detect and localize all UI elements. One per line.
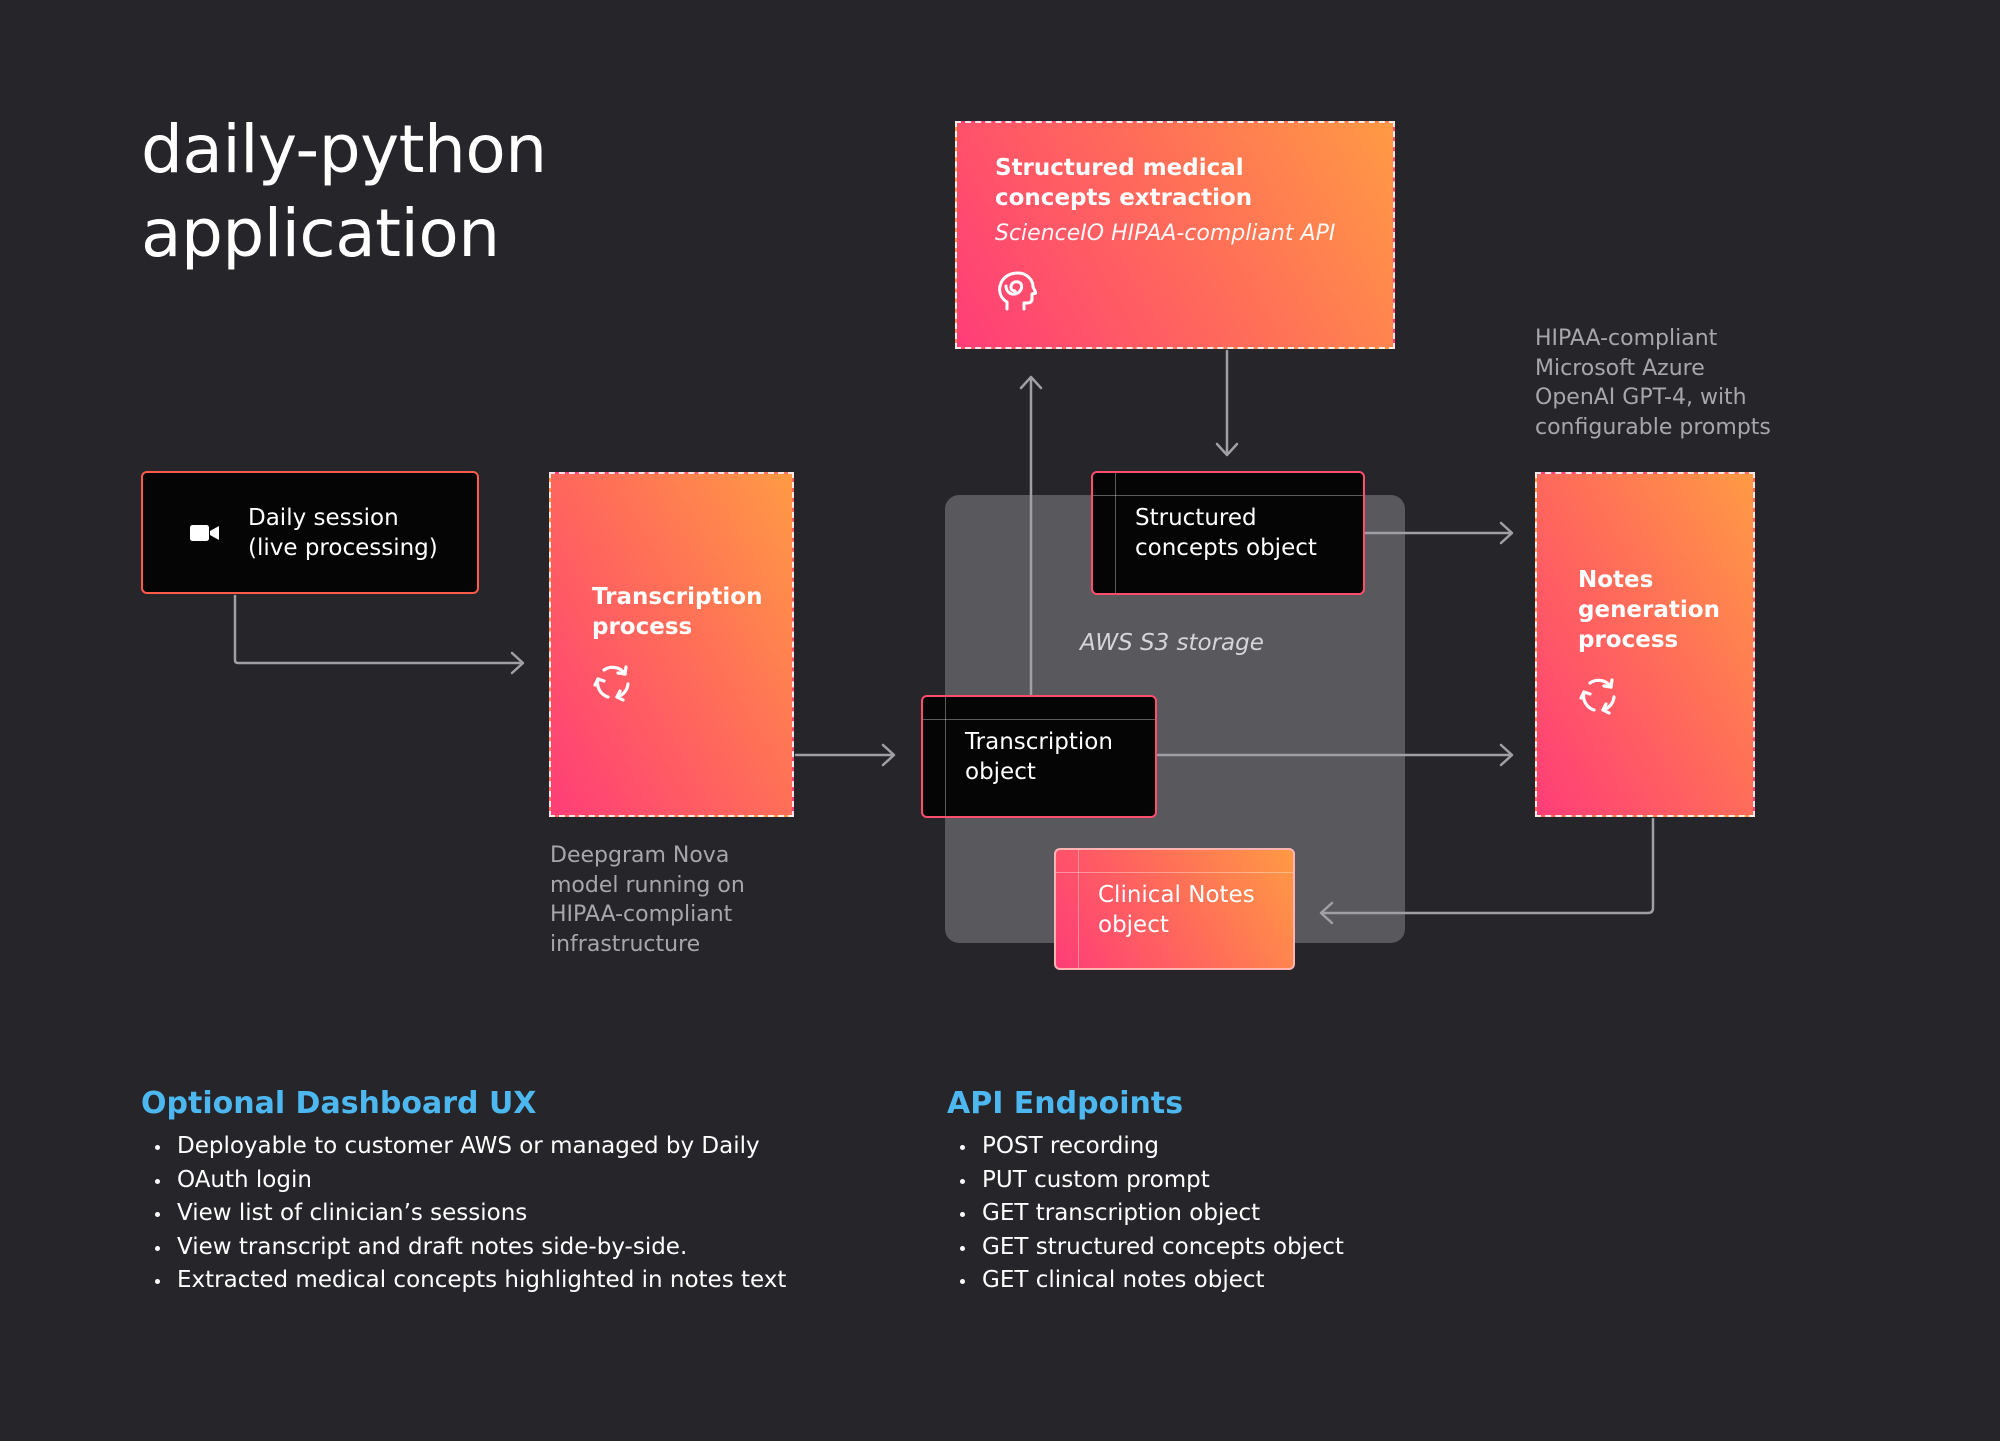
daily-session-line-1: Daily session bbox=[248, 505, 399, 531]
arrowhead-notes-to-clinical-notes bbox=[1319, 901, 1334, 925]
structured-concepts-object-node: Structured concepts object bbox=[1091, 471, 1365, 595]
clinical-notes-line-1: Clinical Notes bbox=[1098, 882, 1255, 908]
concepts-object-line-1: Structured bbox=[1135, 505, 1257, 531]
title-line-1: daily-python bbox=[141, 111, 547, 188]
deepgram-line-2: model running on bbox=[550, 872, 745, 898]
extraction-line-1: Structured medical bbox=[995, 155, 1244, 181]
api-list: POST recording PUT custom prompt GET tra… bbox=[946, 1130, 1344, 1298]
arrow-session-to-transcription bbox=[233, 594, 524, 665]
list-item: POST recording bbox=[946, 1130, 1344, 1164]
daily-session-node: Daily session (live processing) bbox=[141, 471, 479, 594]
list-item: View transcript and draft notes side-by-… bbox=[141, 1231, 786, 1265]
object-frame-vertical-line bbox=[1115, 473, 1116, 593]
clinical-notes-line-2: object bbox=[1098, 912, 1169, 938]
concepts-extraction-node: Structured medical concepts extraction S… bbox=[955, 121, 1395, 349]
deepgram-annotation: Deepgram Nova model running on HIPAA-com… bbox=[550, 841, 745, 959]
transcription-object-line-2: object bbox=[965, 759, 1036, 785]
azure-line-3: OpenAI GPT-4, with bbox=[1535, 385, 1747, 410]
arrowhead-process-to-transcription-object bbox=[881, 743, 896, 767]
deepgram-line-4: infrastructure bbox=[550, 931, 701, 957]
notes-process-line-3: process bbox=[1578, 627, 1679, 653]
notes-process-title: Notes generation process bbox=[1578, 565, 1723, 655]
object-frame-vertical-line bbox=[945, 697, 946, 816]
extraction-line-2: concepts extraction bbox=[995, 185, 1253, 211]
list-item: PUT custom prompt bbox=[946, 1164, 1344, 1198]
aws-s3-storage-label: AWS S3 storage bbox=[1080, 630, 1264, 656]
notes-process-line-1: Notes bbox=[1578, 567, 1654, 593]
refresh-icon bbox=[1579, 678, 1616, 715]
list-item: GET transcription object bbox=[946, 1197, 1344, 1231]
concepts-object-line-2: concepts object bbox=[1135, 535, 1317, 561]
brain-head-icon bbox=[998, 271, 1037, 311]
arrowhead-transcription-object-to-notes bbox=[1499, 743, 1514, 767]
extraction-subtitle: ScienceIO HIPAA-compliant API bbox=[995, 221, 1336, 246]
azure-annotation: HIPAA-compliant Microsoft Azure OpenAI G… bbox=[1535, 324, 1771, 442]
transcription-process-title: Transcription process bbox=[592, 582, 763, 642]
transcription-process-node: Transcription process bbox=[549, 472, 794, 817]
transcription-process-line-1: Transcription bbox=[592, 584, 763, 610]
page-title: daily-python application bbox=[141, 108, 547, 276]
transcription-object-node: Transcription object bbox=[921, 695, 1157, 818]
object-frame-vertical-line bbox=[1078, 850, 1079, 968]
notes-generation-process-node: Notes generation process bbox=[1535, 472, 1755, 817]
extraction-title: Structured medical concepts extraction bbox=[995, 153, 1355, 213]
azure-line-2: Microsoft Azure bbox=[1535, 355, 1705, 381]
arrow-notes-to-clinical-notes bbox=[1320, 817, 1655, 915]
daily-session-line-2: (live processing) bbox=[248, 535, 438, 561]
object-frame-horizontal-line bbox=[1056, 872, 1293, 873]
azure-line-4: configurable prompts bbox=[1535, 414, 1771, 440]
deepgram-line-3: HIPAA-compliant bbox=[550, 902, 733, 927]
dashboard-heading: Optional Dashboard UX bbox=[141, 1086, 537, 1121]
object-frame-horizontal-line bbox=[923, 719, 1155, 720]
list-item: GET structured concepts object bbox=[946, 1231, 1344, 1265]
transcription-object-line-1: Transcription bbox=[965, 729, 1113, 755]
azure-line-1: HIPAA-compliant bbox=[1535, 326, 1718, 351]
arrowhead-extraction-to-concepts-object bbox=[1215, 442, 1239, 457]
object-frame-horizontal-line bbox=[1093, 495, 1363, 496]
list-item: View list of clinician’s sessions bbox=[141, 1197, 786, 1231]
notes-process-line-2: generation bbox=[1578, 597, 1720, 623]
arrowhead-session-to-transcription bbox=[510, 651, 525, 675]
list-item: Deployable to customer AWS or managed by… bbox=[141, 1130, 786, 1164]
clinical-notes-object-node: Clinical Notes object bbox=[1054, 848, 1295, 970]
api-heading: API Endpoints bbox=[947, 1086, 1184, 1121]
refresh-icon bbox=[593, 665, 630, 702]
title-line-2: application bbox=[141, 195, 500, 272]
deepgram-line-1: Deepgram Nova bbox=[550, 843, 730, 868]
arrowhead-concepts-to-notes bbox=[1499, 521, 1514, 545]
dashboard-list: Deployable to customer AWS or managed by… bbox=[141, 1130, 786, 1298]
list-item: OAuth login bbox=[141, 1164, 786, 1198]
list-item: Extracted medical concepts highlighted i… bbox=[141, 1264, 786, 1298]
video-camera-icon bbox=[190, 525, 219, 541]
list-item: GET clinical notes object bbox=[946, 1264, 1344, 1298]
arrowhead-transcription-object-to-extraction bbox=[1019, 375, 1043, 390]
transcription-process-line-2: process bbox=[592, 614, 693, 640]
